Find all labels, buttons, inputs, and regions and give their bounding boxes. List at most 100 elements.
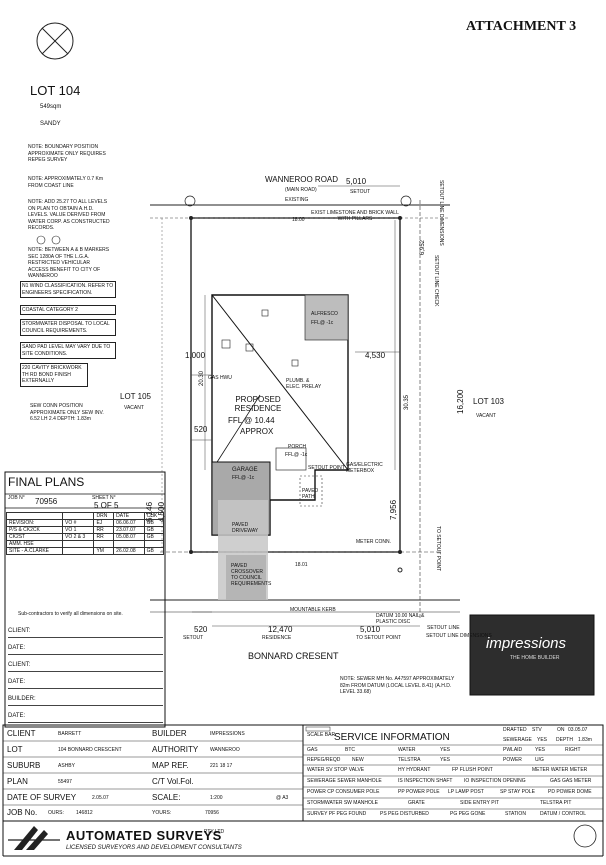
lot-soil: SANDY bbox=[40, 121, 61, 127]
job-label: JOB N° bbox=[8, 495, 25, 501]
lot-103-vacant: VACANT bbox=[476, 413, 496, 419]
bot-5010: 5,010 bbox=[360, 625, 381, 634]
road-top: WANNEROO ROAD bbox=[265, 175, 339, 184]
residence-label: PROPOSED RESIDENCE bbox=[234, 395, 282, 413]
scale-label: SCALE: bbox=[152, 793, 181, 802]
dim-30-35: 30.35 bbox=[404, 394, 410, 410]
bot-residence: RESIDENCE bbox=[262, 635, 292, 641]
authority-value: WANNEROO bbox=[210, 747, 240, 753]
dim-16200: 16,200 bbox=[456, 389, 465, 414]
sign-date-1[interactable]: DATE: bbox=[8, 645, 163, 655]
yours-label: YOURS: bbox=[152, 810, 172, 816]
ct-label: C/T Vol.Fol. bbox=[152, 777, 194, 786]
residence-approx: APPROX bbox=[240, 427, 274, 436]
legend-peg-found: SURVEY PF PEG FOUND bbox=[307, 811, 367, 817]
bot-to-setout: TO SETOUT POINT bbox=[356, 635, 402, 641]
suburb-value: ASHBY bbox=[58, 763, 75, 769]
alfresco-label: ALFRESCO bbox=[311, 311, 338, 317]
note-levels: NOTE: ADD 25.27 TO ALL LEVELS ON PLAN TO… bbox=[28, 199, 110, 231]
telstra-label: TELSTRA bbox=[398, 757, 421, 763]
line-check-label: SETOUT LINE CHECK bbox=[433, 255, 439, 307]
to-setout-point: TO SETOUT POINT bbox=[435, 526, 441, 572]
legend-peg-disturbed: PS PEG DISTURBED bbox=[380, 811, 429, 817]
sign-builder[interactable]: BUILDER: bbox=[8, 696, 163, 706]
note-boundary: NOTE: BOUNDARY POSITION APPROXIMATE ONLY… bbox=[28, 144, 106, 163]
pwlaid-value: YES bbox=[535, 747, 546, 753]
note-ab-markers: NOTE: BETWEEN A & B MARKERS SEC 1280A OF… bbox=[28, 247, 110, 279]
sheet-label: SHEET N° bbox=[92, 495, 116, 501]
power-label: POWER bbox=[503, 757, 522, 763]
ours-label: OURS: bbox=[48, 810, 64, 816]
suburb-label: SUBURB bbox=[7, 761, 41, 770]
bot-setout: SETOUT bbox=[183, 635, 204, 641]
sewer-main-note: NOTE: SEWER MH No. A47597 APPROXIMATELY … bbox=[340, 676, 455, 695]
note-sandpad: SAND PAD LEVEL MAY VARY DUE TO SITE COND… bbox=[20, 342, 116, 359]
setback-520: 520 bbox=[194, 425, 208, 434]
note-coast: NOTE: APPROXIMATELY 0.7 Km FROM COAST LI… bbox=[28, 176, 104, 189]
note-coastal: COASTAL CATEGORY 2 bbox=[20, 305, 116, 315]
company-logo-icon bbox=[8, 826, 60, 850]
mapref-value: 221 18 17 bbox=[210, 763, 233, 769]
legend-sewer-manhole: SEWERAGE SEWER MANHOLE bbox=[307, 778, 382, 784]
legend-water-meter: METER WATER METER bbox=[532, 767, 588, 773]
repeg-value: NEW bbox=[352, 757, 364, 763]
table-row: AMM. HSE bbox=[6, 540, 165, 548]
sign-date-3[interactable]: DATE: bbox=[8, 713, 163, 723]
repeg-label: REPEG/REQD bbox=[307, 757, 341, 763]
date-of-survey-value: 2.05.07 bbox=[92, 795, 109, 801]
depth-value: 1.83m bbox=[578, 737, 592, 743]
residence-ffl: FFL @ 10.44 bbox=[228, 416, 275, 425]
meter-conn-label: METER CONN. bbox=[356, 539, 391, 545]
lot-area: 549sqm bbox=[40, 104, 62, 110]
builder-label: BUILDER bbox=[152, 729, 187, 738]
north-arrow-icon bbox=[36, 22, 74, 60]
lot-105: LOT 105 bbox=[120, 392, 151, 401]
company-name: AUTOMATED SURVEYS bbox=[66, 828, 222, 843]
top-setout-label: SETOUT bbox=[350, 189, 371, 195]
mountable-kerb: MOUNTABLE KERB bbox=[290, 607, 336, 613]
lot-105-vacant: VACANT bbox=[124, 405, 144, 411]
legend-datum: DATUM / CONTROL bbox=[540, 811, 587, 817]
sign-client-2[interactable]: CLIENT: bbox=[8, 662, 163, 672]
legend-lamp-post: LP LAMP POST bbox=[448, 789, 484, 795]
legend-gas-meter: GAS GAS METER bbox=[550, 778, 592, 784]
legend-power-pole: PP POWER POLE bbox=[398, 789, 440, 795]
bot-12470: 12,470 bbox=[268, 625, 293, 634]
datum-label: DATUM 10.00 NAIL & PLASTIC DISC bbox=[376, 613, 425, 625]
note-stormwater: STORMWATER DISPOSAL TO LOCAL COUNCIL REQ… bbox=[20, 319, 116, 336]
date-of-survey-label: DATE OF SURVEY bbox=[7, 793, 77, 802]
on-label: ON bbox=[557, 727, 565, 733]
dim-6952: 6,952 bbox=[420, 239, 426, 255]
water-value: YES bbox=[440, 747, 451, 753]
depth-label: DEPTH bbox=[556, 737, 573, 743]
porch-ffl: FFL@ -1c bbox=[285, 452, 308, 458]
note-sewer-conn: SEW CONN POSITION APPROXIMATE ONLY SEW I… bbox=[30, 403, 104, 422]
legend-side-entry-pit: SIDE ENTRY PIT bbox=[460, 800, 499, 806]
client-label: CLIENT bbox=[7, 729, 36, 738]
setout-line-label: SETOUT LINE bbox=[427, 625, 460, 631]
sign-date-2[interactable]: DATE: bbox=[8, 679, 163, 689]
company-sub: LICENSED SURVEYORS AND DEVELOPMENT CONSU… bbox=[66, 845, 242, 851]
alfresco-ffl: FFL@ -1c bbox=[311, 320, 334, 326]
final-plans-title: FINAL PLANS bbox=[8, 475, 85, 489]
paper-size: @ A3 bbox=[276, 795, 289, 801]
job-no-label: JOB No. bbox=[7, 808, 38, 817]
note-wind: N1 WIND CLASSIFICATION. REFER TO ENGINEE… bbox=[20, 281, 116, 298]
note-brickwork: 220 CAVITY BRICKWORK TH RD BOND FINISH E… bbox=[20, 363, 88, 387]
scale-bar-label: SCALE BAR bbox=[307, 732, 336, 738]
scale-value: 1:200 bbox=[210, 795, 223, 801]
legend-hydrant: HY HYDRANT bbox=[398, 767, 431, 773]
crossover-label: PAVED CROSSOVER TO COUNCIL REQUIREMENTS bbox=[231, 563, 272, 587]
brand-name: impressions bbox=[486, 635, 567, 652]
setback-7956: 7,956 bbox=[389, 499, 398, 520]
lot-value: 104 BONNARD CRESCENT bbox=[58, 747, 122, 753]
existing-label: EXISTING bbox=[285, 197, 309, 203]
lot-title: LOT 104 bbox=[30, 83, 81, 98]
subcontractors-note: Sub-contractors to verify all dimensions… bbox=[18, 611, 123, 617]
sign-client-1[interactable]: CLIENT: bbox=[8, 628, 163, 638]
